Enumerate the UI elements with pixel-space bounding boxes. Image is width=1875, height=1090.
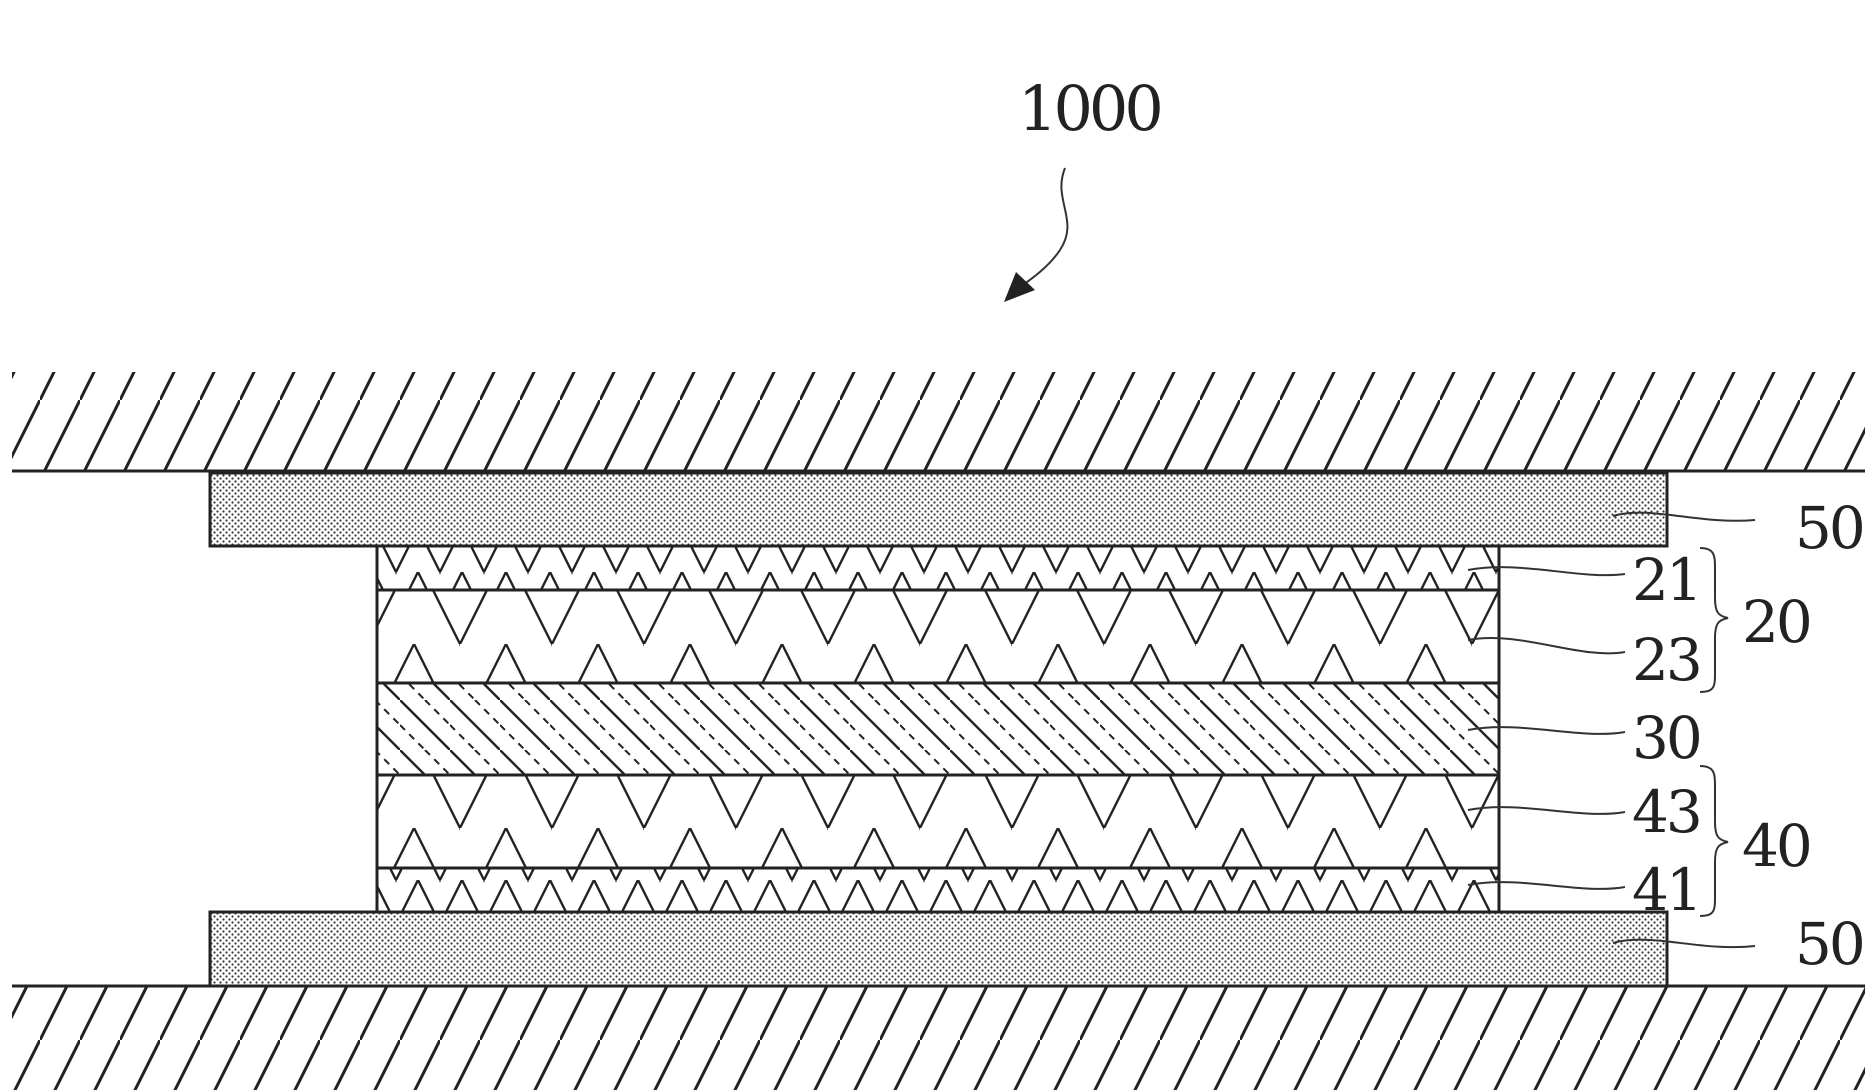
layer-21 [377, 546, 1499, 590]
bottom-pad-layer [210, 912, 1667, 986]
label-top-pad: 50 [1795, 494, 1863, 562]
reference-numeral: 1000 [1018, 72, 1160, 145]
label-30: 30 [1632, 704, 1700, 772]
brace-group-40 [1700, 766, 1728, 916]
layer-30 [377, 683, 1499, 775]
bottom-boundary [12, 986, 1865, 1090]
label-41: 41 [1632, 856, 1700, 924]
layer-43 [377, 775, 1499, 868]
label-group-40: 40 [1742, 812, 1810, 880]
label-bottom-pad: 50 [1795, 910, 1863, 978]
top-boundary [12, 372, 1865, 471]
label-23: 23 [1632, 626, 1700, 694]
brace-group-20 [1700, 548, 1728, 692]
label-group-20: 20 [1742, 588, 1810, 656]
top-pad-layer [210, 473, 1667, 546]
reference-arrow [1004, 168, 1067, 302]
layer-23 [377, 590, 1499, 683]
label-21: 21 [1632, 546, 1700, 614]
layer-41 [377, 868, 1499, 912]
label-43: 43 [1632, 778, 1700, 846]
